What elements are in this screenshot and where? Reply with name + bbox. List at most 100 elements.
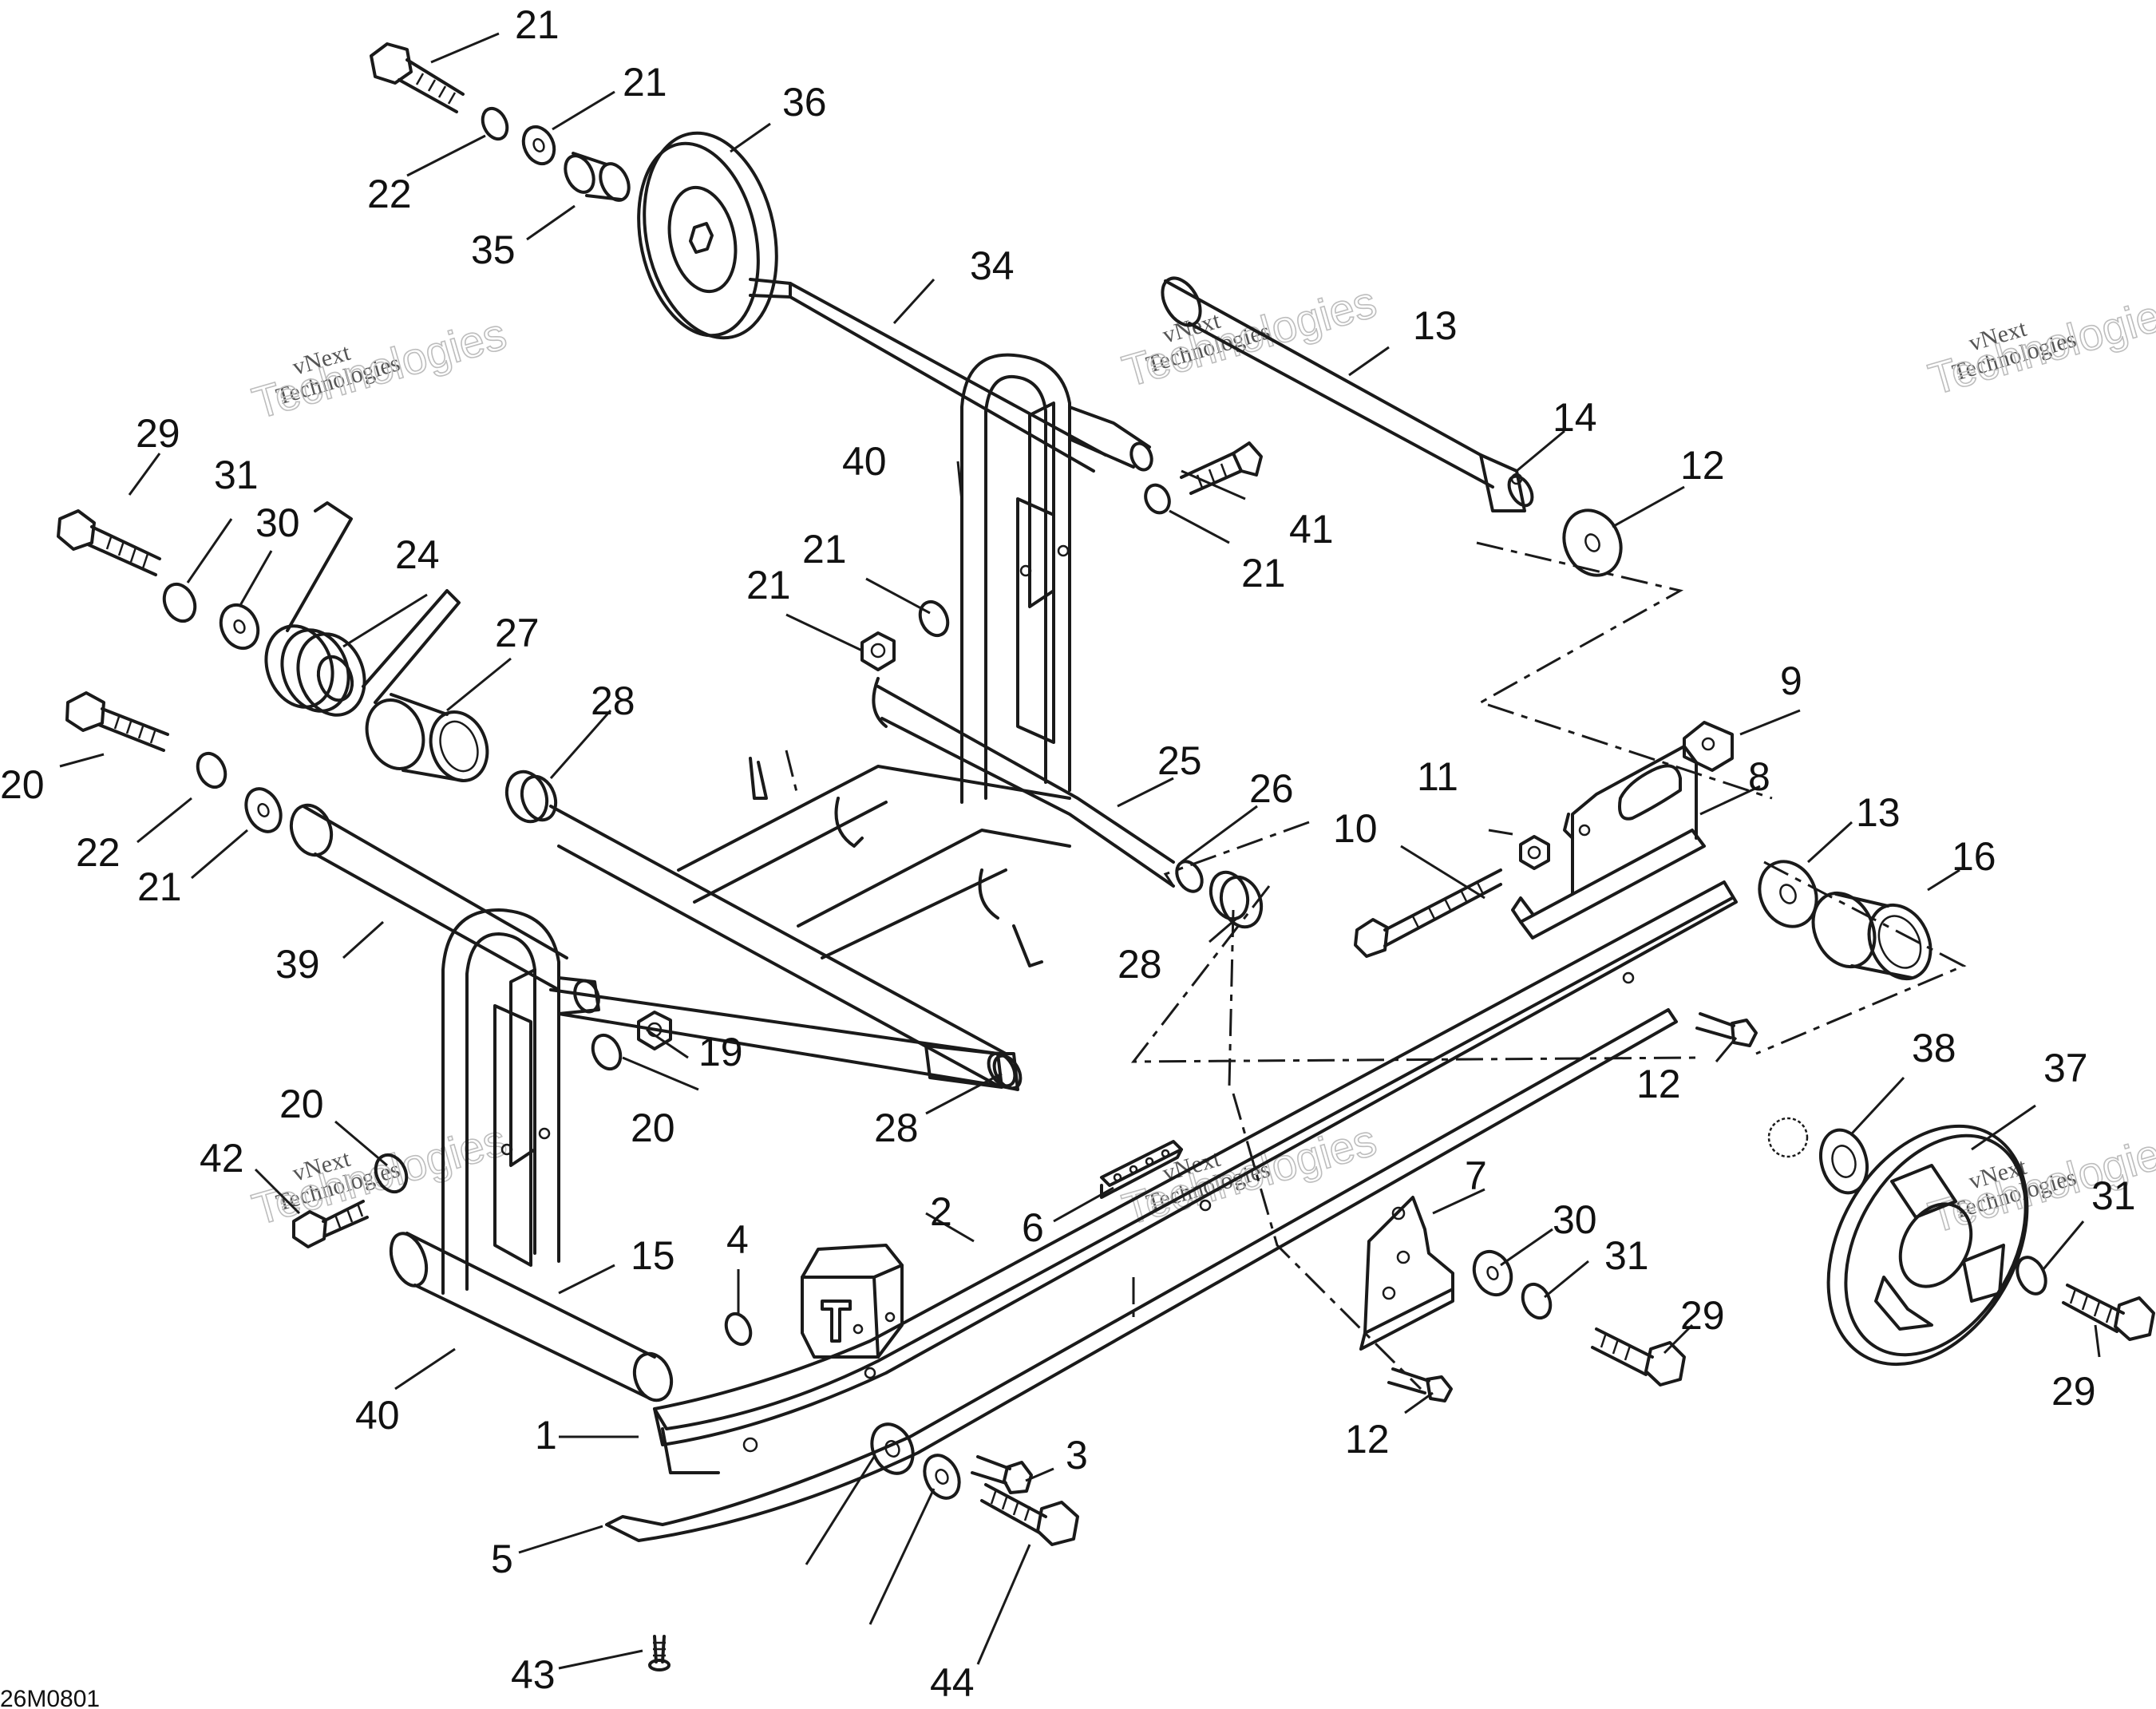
callout-41: 43 [511, 1652, 556, 1697]
callout-21: 20 [631, 1106, 675, 1150]
leader-lines [59, 32, 2101, 1670]
bolt-12-upper [1695, 1012, 1758, 1047]
bolt-19-left [65, 691, 169, 752]
bushing-28-left [504, 769, 558, 824]
bolt-29-far-right [2062, 1284, 2155, 1341]
callout-9: 9 [1780, 659, 1802, 703]
callout-13: 13 [1856, 790, 1901, 835]
washer-44 [923, 1454, 961, 1500]
callout-33: 35 [471, 227, 516, 272]
bushing-26 [365, 693, 489, 782]
bushing-28-right [1209, 870, 1264, 929]
callout-26: 27 [495, 611, 540, 655]
bearing-36 [1819, 1128, 1869, 1195]
svg-text:Technologies: Technologies [247, 308, 512, 429]
callout-2: 2 [930, 1189, 952, 1234]
callout-1: 1 [535, 1413, 557, 1458]
washer-13-upper [1562, 508, 1623, 577]
callout-38: 40 [355, 1393, 400, 1438]
washer-21-lower-arm [591, 1033, 623, 1071]
block-2 [801, 1244, 904, 1359]
callout-7: 7 [1465, 1153, 1487, 1198]
callout-18: 15 [631, 1233, 675, 1278]
callout-20: 21 [746, 563, 791, 607]
bolt-42 [980, 1483, 1079, 1546]
spring-23 [264, 501, 461, 717]
callout-30: 30 [1553, 1197, 1597, 1242]
callout-20: 19 [698, 1030, 743, 1074]
callout-31: 31 [1604, 1233, 1649, 1278]
callout-6: 6 [1022, 1205, 1044, 1250]
callout-14: 16 [1952, 834, 1996, 879]
washer-43 [870, 1422, 915, 1475]
callout-36: 38 [1912, 1026, 1956, 1070]
callout-37: 39 [275, 942, 320, 987]
callout-21: 21 [1241, 551, 1286, 595]
bolt-12-lower [1387, 1367, 1453, 1402]
lockwasher-22-left [196, 751, 227, 789]
washer-13-lower [1758, 860, 1818, 928]
callout-22: 22 [76, 830, 121, 875]
slide-5 [605, 1008, 1678, 1542]
bolt-40-top [1144, 441, 1263, 515]
callout-29: 29 [136, 411, 180, 456]
arm-39 [960, 353, 1153, 804]
callout-28: 28 [591, 678, 635, 723]
callout-30: 30 [255, 500, 300, 545]
callout-28: 28 [1118, 942, 1162, 987]
washer-30-right [1472, 1249, 1513, 1297]
bolt-10 [1354, 868, 1502, 958]
callout-10: 10 [1333, 806, 1378, 851]
lockwasher-22-top [481, 106, 509, 141]
callout-39: 40 [842, 439, 887, 484]
callout-34: 36 [782, 80, 827, 125]
callout-21: 21 [137, 864, 182, 909]
washer-30-left [219, 603, 260, 651]
callout-12: 12 [1345, 1417, 1390, 1462]
washer-4 [724, 1311, 753, 1347]
callout-31: 31 [214, 453, 259, 497]
lockwasher-31-left [162, 582, 197, 623]
lockwasher-31-right [1521, 1282, 1553, 1320]
washer-21-top [521, 125, 556, 166]
callout-40: 41 [1289, 507, 1334, 552]
washer-21-upper-arm [918, 599, 950, 638]
callout-40: 42 [200, 1136, 244, 1181]
callout-35: 37 [2043, 1046, 2088, 1090]
shaft-27 [924, 1044, 1017, 1089]
strip-6 [1100, 1140, 1183, 1199]
nut-9 [1683, 721, 1734, 772]
callout-19: 20 [0, 762, 45, 807]
callout-3: 3 [1066, 1433, 1088, 1478]
callout-31: 31 [2091, 1173, 2136, 1218]
callout-21: 21 [802, 527, 847, 572]
nut-20-upper [860, 631, 896, 671]
callout-23: 24 [395, 532, 440, 577]
callout-12: 12 [1636, 1062, 1681, 1106]
callout-42: 44 [930, 1660, 975, 1705]
pin-15 [1161, 276, 1534, 512]
bolt-19-top [370, 42, 465, 113]
callout-24: 25 [1157, 738, 1202, 783]
callout-25: 26 [1249, 766, 1294, 811]
axle-32 [749, 278, 1107, 473]
diagram-code: 26M0801 [0, 1686, 100, 1709]
callout-16: 14 [1553, 395, 1597, 440]
arm-38 [441, 908, 999, 1295]
parts [57, 42, 2155, 1671]
callout-21: 21 [623, 60, 667, 105]
bolt-29-left [57, 509, 161, 576]
callout-15: 13 [1413, 303, 1458, 348]
callout-13: 12 [1680, 443, 1725, 488]
tube-18 [389, 1232, 674, 1402]
wheel-34 [637, 131, 778, 340]
bracket-8 [1511, 745, 1706, 940]
bolt-29-right [1591, 1327, 1686, 1387]
callout-22: 22 [367, 172, 412, 216]
svg-text:Technologies: Technologies [1117, 1114, 1382, 1235]
callout-4: 4 [726, 1217, 749, 1262]
circlip-36 [1767, 1117, 1809, 1158]
spacer-33 [564, 152, 631, 202]
